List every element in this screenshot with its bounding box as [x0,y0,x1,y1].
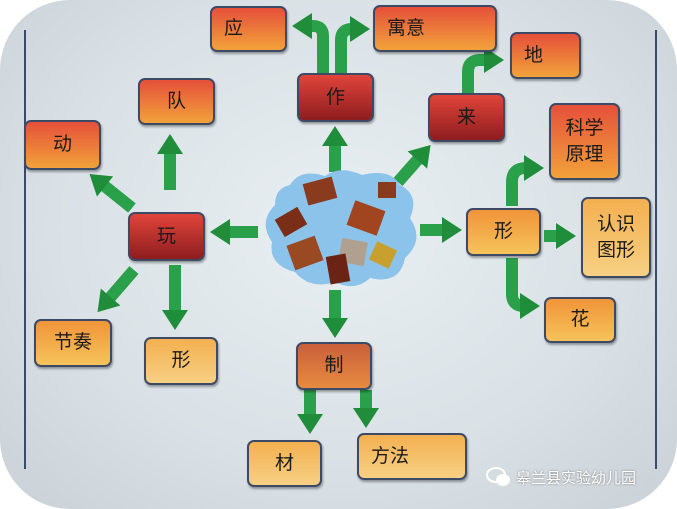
node-fangfa[interactable]: 方法 [357,433,467,480]
watermark: 皋兰县实验幼儿园 [486,466,636,488]
node-renshi-line1: 认识 [596,212,635,235]
node-yuyi[interactable]: 寓意 [373,5,497,52]
node-hua[interactable]: 花 [544,297,616,343]
arrow-lai-to-di [462,47,504,93]
node-dui[interactable]: 队 [138,78,215,125]
arrow-zuo-to-ying [292,13,329,73]
arrow-center-to-lai [393,144,431,186]
frame-line-right [655,30,657,469]
node-renshi-line2: 图形 [596,238,635,261]
node-ying[interactable]: 应 [210,6,287,52]
node-dong[interactable]: 动 [24,120,101,170]
node-di[interactable]: 地 [510,32,581,79]
node-renshi-tuxing[interactable]: 认识 图形 [581,197,651,278]
arrow-wan-to-dong [89,174,136,213]
arrow-zuo-to-yuyi [335,16,370,73]
node-zhi[interactable]: 制 [296,342,372,390]
node-zuo[interactable]: 作 [297,73,374,122]
watermark-text: 皋兰县实验幼儿园 [516,468,637,487]
node-kexue-line1: 科学 [565,116,604,139]
arrow-xing-to-kexue [506,155,544,206]
wechat-icon [486,467,510,486]
arrow-xing-to-hua [506,258,540,319]
node-xing-left[interactable]: 形 [144,337,218,385]
node-jiezou[interactable]: 节奏 [34,319,112,367]
node-wan[interactable]: 玩 [128,212,205,261]
arrow-wan-to-jiezou [97,266,139,313]
frame-line-left [24,30,26,469]
node-lai[interactable]: 来 [428,93,505,142]
node-xing-right[interactable]: 形 [466,208,541,256]
node-kexue-yuanli[interactable]: 科学 原理 [549,103,620,180]
drum-collage-cloud-icon [265,170,417,287]
node-cai[interactable]: 材 [247,440,322,487]
node-kexue-line2: 原理 [565,142,604,165]
